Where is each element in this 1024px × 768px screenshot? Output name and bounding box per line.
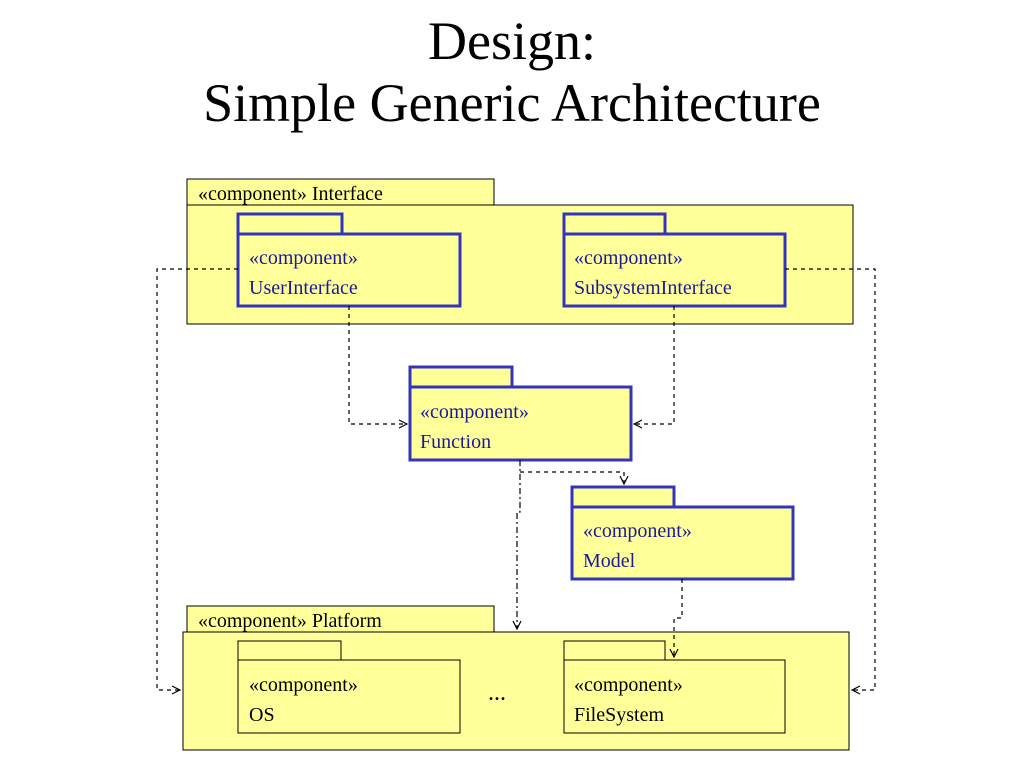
- file-system-body: [563, 659, 786, 734]
- title-line-1: Design:: [428, 11, 596, 71]
- subsystem-interface-name: SubsystemInterface: [574, 277, 732, 299]
- interface-package-label: «component» Interface: [198, 183, 383, 205]
- file-system-tab: [563, 640, 666, 661]
- dependency-model-filesystem: [674, 579, 683, 657]
- file-system-stereotype: «component»: [574, 674, 683, 696]
- function-component: «component» Function: [408, 365, 633, 462]
- model-component: «component» Model: [570, 485, 795, 581]
- platform-package-label: «component» Platform: [198, 610, 382, 632]
- os-component: «component» OS: [237, 640, 461, 734]
- os-stereotype: «component»: [249, 674, 358, 696]
- os-body: [237, 659, 461, 734]
- user-interface-component: «component» UserInterface: [236, 212, 462, 308]
- dependency-function-platform: [517, 460, 520, 629]
- os-name: OS: [249, 704, 275, 726]
- platform-ellipsis: ...: [488, 680, 506, 706]
- model-stereotype: «component»: [583, 520, 692, 542]
- model-tab: [570, 485, 676, 509]
- function-stereotype: «component»: [420, 401, 529, 423]
- slide-title: Design: Simple Generic Architecture: [0, 10, 1024, 134]
- function-name: Function: [420, 431, 491, 453]
- user-interface-name: UserInterface: [249, 277, 358, 299]
- dependency-subsysteminterface-platform: [785, 268, 876, 690]
- title-line-2: Simple Generic Architecture: [203, 73, 821, 133]
- platform-package-tab: [186, 605, 495, 633]
- os-tab: [237, 640, 342, 661]
- file-system-name: FileSystem: [574, 704, 664, 726]
- dependency-userinterface-os: [156, 268, 238, 690]
- subsystem-interface-tab: [562, 212, 667, 236]
- user-interface-body: [236, 232, 462, 308]
- model-name: Model: [583, 550, 636, 572]
- dependency-function-model: [520, 471, 624, 484]
- user-interface-stereotype: «component»: [249, 247, 358, 269]
- function-tab: [408, 365, 514, 389]
- user-interface-tab: [236, 212, 344, 236]
- subsystem-interface-component: «component» SubsystemInterface: [562, 212, 787, 308]
- dependency-subsysteminterface-function: [634, 306, 675, 424]
- subsystem-interface-stereotype: «component»: [574, 247, 683, 269]
- file-system-component: «component» FileSystem: [563, 640, 786, 734]
- model-body: [570, 505, 795, 581]
